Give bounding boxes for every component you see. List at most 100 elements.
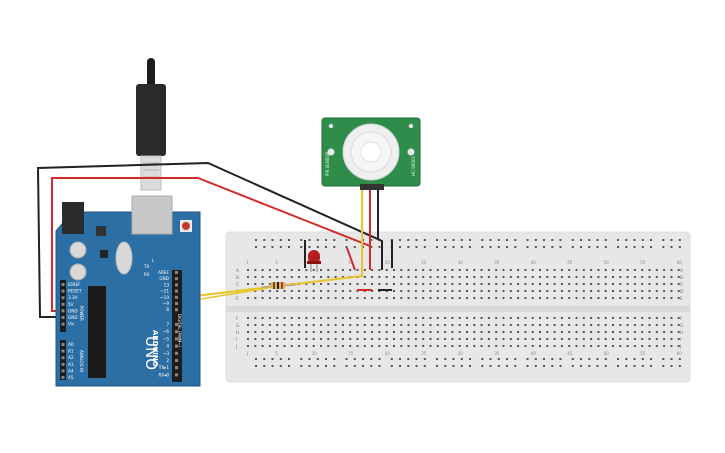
rail-hole [559,246,562,248]
breadboard-hole [378,276,381,278]
breadboard-hole [597,297,600,299]
breadboard-hole [502,331,505,333]
header-pin [175,295,178,299]
breadboard-hole [268,345,271,347]
breadboard-hole [641,276,644,278]
breadboard-hole [560,290,563,292]
breadboard-hole [334,338,337,340]
breadboard-hole [568,269,571,271]
breadboard-hole [407,345,410,347]
breadboard-hole [568,331,571,333]
breadboard-hole [254,276,257,278]
breadboard-hole [407,290,410,292]
breadboard-hole [320,290,322,292]
breadboard-hole [655,283,658,285]
breadboard-hole [312,297,315,299]
rail-hole [362,358,364,360]
rail-hole [460,239,463,241]
digital-pin-label: AREF [158,270,169,275]
breadboard-hole [648,269,651,271]
breadboard-hole [655,297,658,299]
breadboard-hole [334,324,337,326]
led [307,250,321,272]
breadboard-hole [619,276,622,278]
breadboard-hole [582,290,585,292]
breadboard-hole [517,324,520,326]
column-number: 55 [640,351,646,356]
breadboard-hole [495,324,498,326]
rail-hole [345,365,348,367]
wires [36,161,393,318]
breadboard-hole [298,324,301,326]
rail-hole [617,246,619,248]
digital-pin-label: 2 [166,358,169,363]
breadboard-hole [444,283,447,285]
breadboard-hole [663,283,666,285]
breadboard-hole [290,338,293,340]
breadboard-hole [444,317,447,319]
rail-hole [571,239,574,241]
header-pin [61,356,65,360]
digital-pin-label: ~5 [163,336,170,341]
breadboard-hole [276,290,279,292]
breadboard-hole [633,338,636,340]
rail-hole [469,358,471,360]
breadboard-hole [312,324,315,326]
rail-hole [436,365,438,367]
breadboard-hole [619,317,622,319]
column-number: 30 [458,260,464,265]
breadboard-hole [268,276,271,278]
breadboard-hole [612,324,614,326]
breadboard-hole [341,290,344,292]
rail-hole [300,365,303,367]
rail-hole [543,358,545,360]
breadboard-hole [422,331,425,333]
breadboard-hole [429,276,432,278]
power-pin-label: IOREF [68,282,81,287]
breadboard-hole [356,269,359,271]
breadboard-hole [327,317,330,319]
arduino-logo: ARDUINO [151,330,159,367]
pir-board-label: HC-SR501 [411,155,416,176]
breadboard-hole [626,331,629,333]
rail-hole [543,365,545,367]
breadboard-hole [349,290,352,292]
breadboard-hole [356,338,359,340]
breadboard-hole [677,290,680,292]
breadboard-hole [429,345,432,347]
rail-hole [444,365,447,367]
breadboard-hole [444,331,447,333]
breadboard-hole [480,269,483,271]
breadboard-hole [655,276,658,278]
rail-hole [489,239,492,241]
breadboard-hole [422,290,425,292]
breadboard-hole [320,269,322,271]
breadboard-hole [597,283,600,285]
header-pin [175,271,178,274]
breadboard-hole [648,317,651,319]
breadboard-hole [283,269,286,271]
rail-hole [370,246,373,248]
rail-hole [497,358,500,360]
breadboard-hole [393,324,395,326]
breadboard-hole [517,290,520,292]
breadboard-hole [560,276,563,278]
breadboard-hole [305,276,308,278]
breadboard-hole [655,338,658,340]
rail-hole [534,365,537,367]
rail-hole [641,358,644,360]
breadboard-hole [458,283,461,285]
breadboard-hole [626,276,629,278]
breadboard-hole [641,283,644,285]
breadboard-hole [509,269,512,271]
row-letter: C [680,282,683,288]
breadboard-hole [502,345,505,347]
header-pin [61,362,65,366]
breadboard-hole [619,269,622,271]
power-pin-label: GND [68,315,78,320]
breadboard-hole [349,331,352,333]
breadboard-hole [312,269,315,271]
digital-pin-label: GND [159,276,169,281]
breadboard-hole [590,297,593,299]
